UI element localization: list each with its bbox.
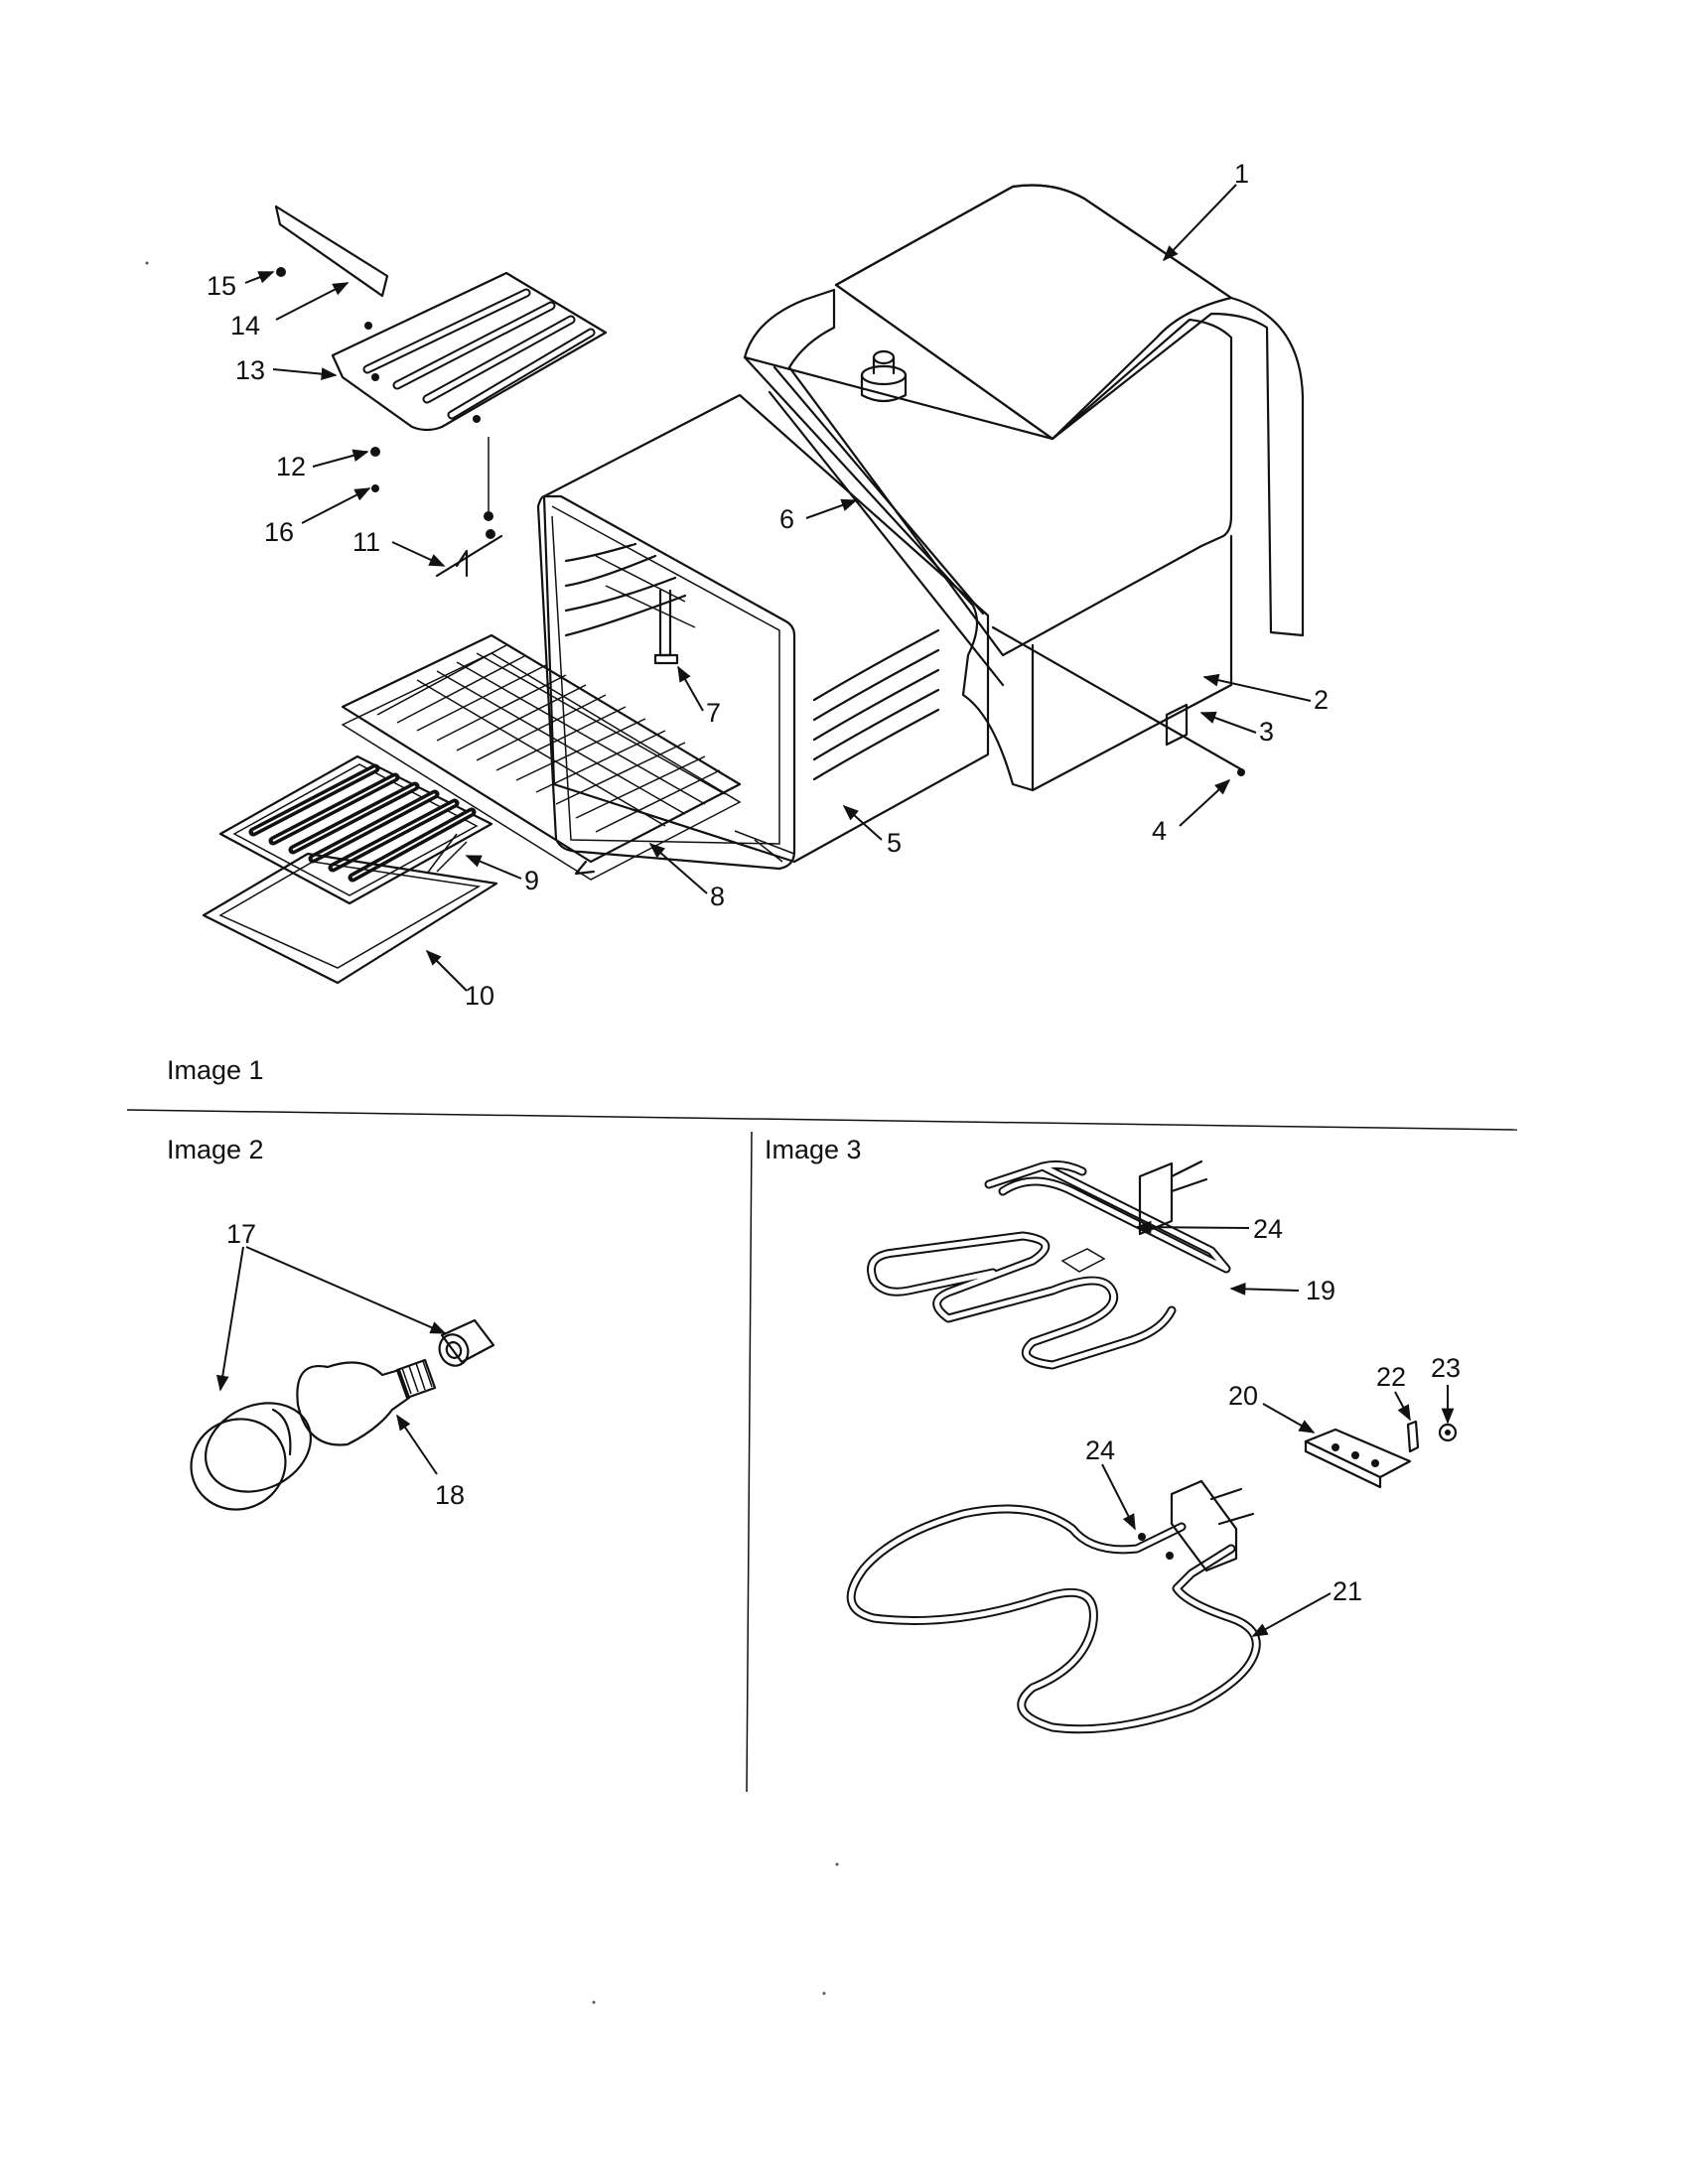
callout-23: 23 [1431, 1353, 1461, 1383]
outer-oven-wrapper [743, 288, 1233, 792]
oven-rack [341, 633, 742, 881]
callout-19: 19 [1306, 1276, 1335, 1305]
bake-element [867, 1160, 1231, 1370]
callout-11: 11 [352, 527, 380, 557]
divider-horizontal [126, 1109, 1518, 1131]
clip-12 [370, 447, 380, 457]
callout-1: 1 [1234, 159, 1249, 189]
clip-22 [1406, 1420, 1420, 1453]
callout-8: 8 [710, 882, 725, 911]
callout-3: 3 [1259, 717, 1274, 747]
light-bulb [296, 1358, 437, 1446]
callout-21: 21 [1333, 1576, 1362, 1606]
callout-13: 13 [235, 355, 265, 385]
callout-20: 20 [1228, 1381, 1258, 1411]
oven-light-socket [860, 349, 908, 403]
callout-9: 9 [524, 866, 539, 895]
callout-24-upper: 24 [1253, 1214, 1283, 1244]
callout-6: 6 [779, 504, 794, 534]
callout-16: 16 [264, 517, 294, 547]
section-title-image-2: Image 2 [167, 1135, 264, 1164]
callout-18: 18 [435, 1480, 465, 1510]
callout-5: 5 [887, 828, 902, 858]
oven-liner [536, 393, 990, 871]
screw-16 [371, 484, 379, 492]
nut-23 [1438, 1423, 1458, 1442]
callout-12: 12 [276, 452, 306, 481]
bake-element-shield [274, 205, 389, 298]
baffle-plate [331, 271, 608, 432]
callout-10: 10 [465, 981, 494, 1011]
broil-element [846, 1479, 1261, 1734]
screws-baffle [484, 437, 495, 539]
broiler-pan-grid [218, 754, 493, 905]
callout-14: 14 [230, 311, 260, 341]
divider-vertical [746, 1131, 753, 1793]
callout-7: 7 [706, 698, 721, 728]
callout-22: 22 [1376, 1362, 1406, 1392]
callout-4: 4 [1152, 816, 1167, 846]
light-socket-sleeve [438, 1318, 495, 1367]
broiler-pan [202, 833, 498, 985]
light-lens-cover [190, 1402, 313, 1511]
callout-15: 15 [207, 271, 236, 301]
sensor-bracket-20 [1304, 1428, 1412, 1489]
callout-24-lower: 24 [1085, 1435, 1115, 1465]
rod-3-4 [991, 625, 1245, 776]
callout-17: 17 [226, 1219, 256, 1249]
bracket-11 [435, 534, 503, 578]
insulation-blanket [834, 184, 1305, 637]
callout-2: 2 [1314, 685, 1329, 715]
screw-15 [276, 267, 286, 277]
section-title-image-3: Image 3 [765, 1135, 862, 1164]
temperature-sensor-probe [653, 589, 679, 665]
section-title-image-1: Image 1 [167, 1055, 264, 1085]
screw-top [364, 322, 372, 330]
